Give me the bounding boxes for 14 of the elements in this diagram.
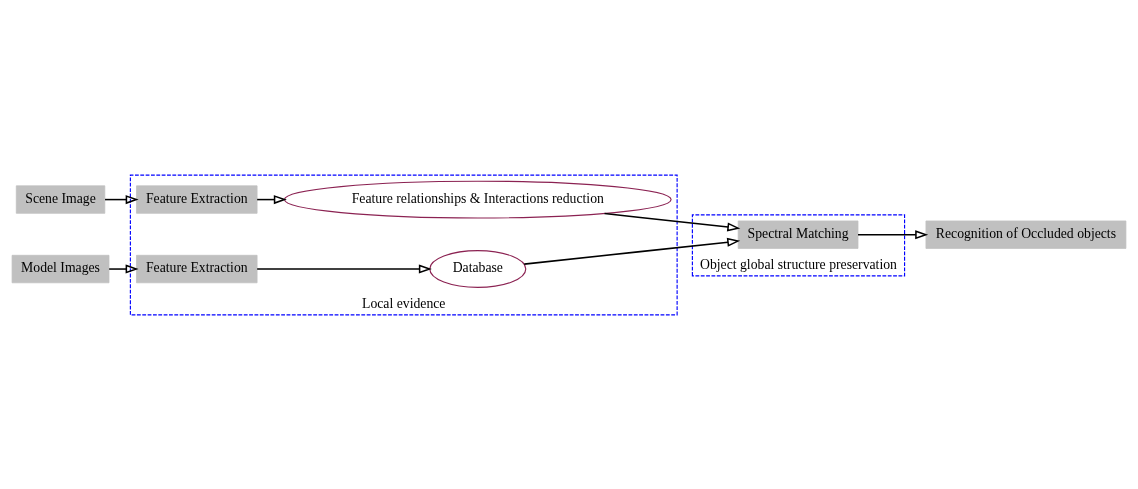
node-box: Feature Extraction xyxy=(136,184,258,214)
arrow xyxy=(108,264,139,274)
arrow xyxy=(256,264,432,274)
node-box: Spectral Matching xyxy=(737,220,859,249)
node-ellipse: Feature relationships & Interactions reduction xyxy=(283,180,672,219)
node-box: Feature Extraction xyxy=(136,254,258,283)
arrow xyxy=(104,194,139,204)
node-ellipse: Database xyxy=(429,249,527,288)
arrow xyxy=(603,212,741,231)
node-box: Model Images xyxy=(11,254,110,283)
node-box: Scene Image xyxy=(15,184,106,214)
node-box: Recognition of Occluded objects xyxy=(925,220,1127,249)
arrow xyxy=(857,229,929,239)
arrow xyxy=(523,237,741,265)
